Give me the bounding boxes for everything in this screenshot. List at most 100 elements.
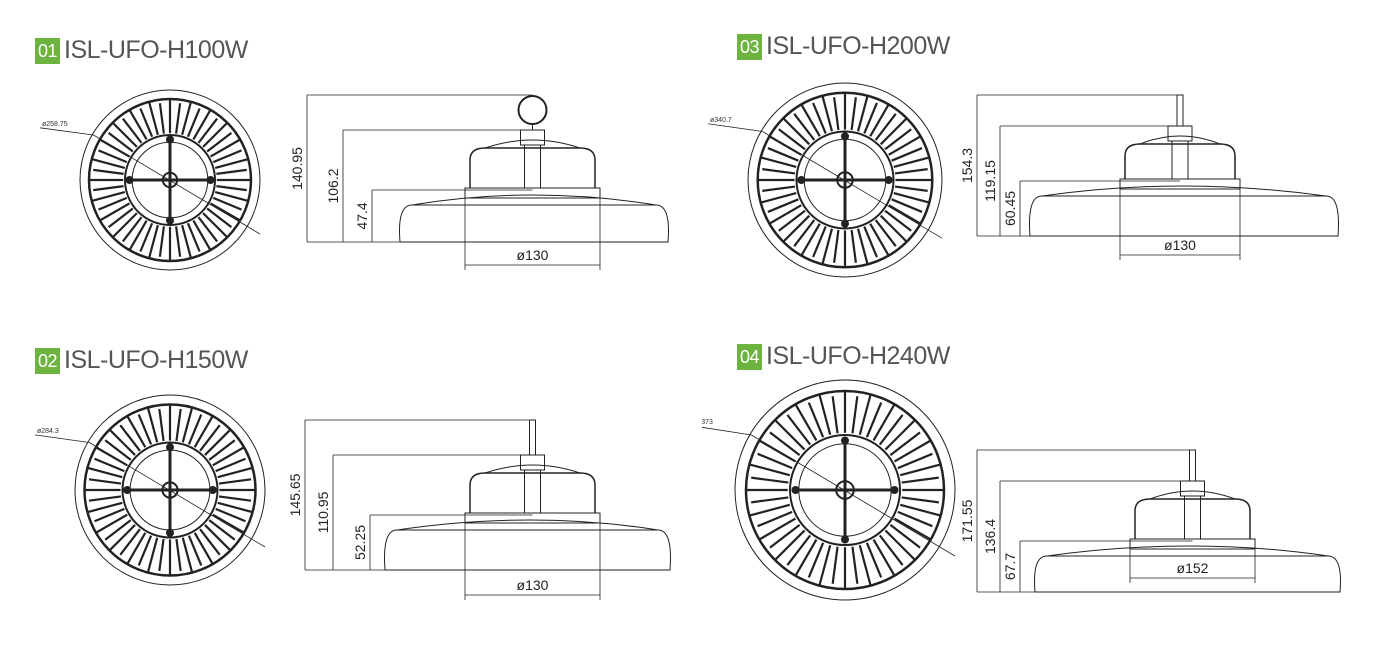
heatsink-fin (768, 204, 802, 225)
heatsink-fin (897, 510, 933, 528)
heatsink-fin (901, 476, 939, 484)
diameter-leader (93, 134, 261, 235)
heatsink-fin (91, 191, 126, 203)
heatsink-fin (769, 431, 801, 457)
heatsink-fin (751, 476, 789, 484)
heatsink-fin (821, 228, 834, 265)
heatsink-fin (128, 109, 148, 141)
heatsink-fin (217, 466, 253, 479)
heatsink-fin (126, 415, 147, 448)
outer-ring (747, 82, 943, 278)
heatsink-fin (831, 396, 839, 434)
heatsink-fin (863, 226, 878, 258)
heatsink-fin (865, 402, 883, 438)
inner-ring (124, 134, 216, 226)
top-diameter-label: ø340.7 (710, 117, 732, 124)
heatsink-fin (891, 147, 923, 162)
heatsink-fin (181, 101, 193, 136)
heatsink-fin (850, 229, 857, 263)
hook-base (1180, 480, 1205, 497)
heatsink-fin (878, 414, 904, 446)
center-hub (836, 171, 854, 189)
diameter-leader (762, 131, 943, 239)
heatsink-fin (175, 408, 182, 442)
heatsink-fin (122, 216, 143, 243)
heatsink-fin (91, 157, 126, 169)
heatsink-fin (778, 128, 806, 151)
product-number-badge: 02 (35, 347, 61, 374)
heatsink-fin (94, 507, 125, 523)
heatsink-fin (197, 117, 218, 144)
heatsink-fin (158, 103, 165, 134)
outer-ring (74, 394, 266, 586)
heatsink-fin (874, 219, 897, 247)
heatsink-fin (217, 501, 253, 514)
heatsink-fin (95, 513, 128, 534)
heatsink-fin (782, 214, 811, 243)
reflector-top (1041, 185, 1327, 197)
heatsink-fin (786, 534, 812, 566)
heatsink-fin (99, 202, 131, 222)
reflector (384, 529, 671, 571)
heatsink-fin (111, 121, 138, 148)
heatsink-fin (899, 463, 941, 477)
heatsink-fin (119, 528, 141, 556)
heatsink-fin (869, 223, 890, 257)
heatsink-fin (212, 446, 245, 467)
heatsink-fin (93, 168, 124, 175)
product-model: ISL-UFO-H240W (766, 342, 950, 370)
inner-ring (121, 441, 219, 539)
heatsink-fin (863, 102, 878, 134)
heatsink-fin (818, 544, 832, 586)
height-dimension-label: 110.95 (315, 491, 331, 533)
heatsink-fin (884, 419, 916, 451)
heatsink-fin (88, 478, 122, 485)
mounting-screw (884, 176, 893, 184)
product-number-badge: 04 (737, 343, 763, 370)
heatsink-fin (197, 216, 218, 243)
heatsink-fin (147, 101, 159, 136)
height-dimension-label: 119.15 (982, 160, 998, 202)
heatsink-fin (894, 185, 928, 192)
outer-ring (79, 89, 261, 271)
heatsink-fin (872, 403, 896, 442)
mounting-screw (206, 176, 215, 184)
heatsink-fin (122, 117, 143, 144)
heatsink-fin (175, 226, 182, 257)
top-diameter-label: ø373 (702, 419, 713, 426)
heatsink-fin (186, 222, 201, 252)
heatsink-fin (762, 168, 796, 175)
top-diameter-label: ø258.75 (42, 121, 68, 128)
mounting-screw (123, 486, 132, 494)
heatsink-fin (137, 535, 153, 566)
heatsink-fin (199, 528, 221, 556)
heatsink-fin (884, 529, 916, 561)
heatsink-fin (209, 202, 241, 222)
heatsink-fin (800, 103, 821, 137)
heatsink-fin (884, 128, 912, 151)
heatsink-fin (215, 457, 246, 473)
hook-base (520, 454, 545, 471)
heatsink-fin (818, 394, 832, 436)
heatsink-fin (181, 407, 194, 443)
heatsink-fin (767, 147, 799, 162)
mounting-screw (166, 528, 174, 537)
mounting-screw (166, 216, 174, 225)
flange (1119, 178, 1241, 190)
product-model: ISL-UFO-H100W (64, 36, 248, 64)
hanging-rod (529, 419, 536, 456)
heatsink-fin (212, 196, 242, 211)
height-dimension-label: 145.65 (287, 473, 303, 516)
heatsink-fin (893, 517, 932, 541)
heatsink-fin (128, 219, 148, 251)
heatsink-fin (774, 529, 806, 561)
heatsink-fin (88, 495, 122, 502)
top-diameter-label: ø284.3 (37, 428, 59, 435)
heatsink-fin (893, 191, 930, 204)
mounting-screw (890, 486, 899, 494)
top-view: ø284.3 (34, 394, 266, 586)
heatsink-fin (175, 103, 182, 134)
